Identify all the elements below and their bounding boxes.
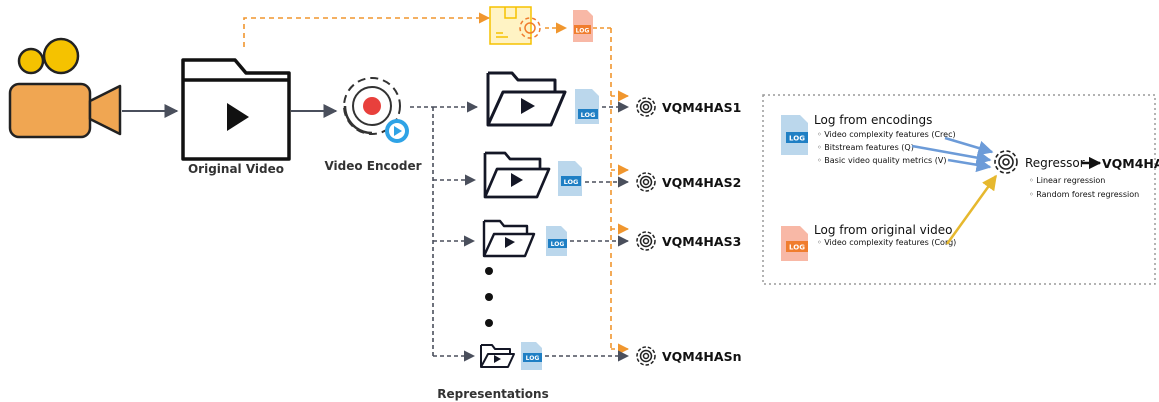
open-folder-icon (483, 151, 551, 199)
arrow-features-to-regressor (944, 136, 994, 156)
log-file-icon: LOG (781, 115, 808, 155)
arrow-features-to-regressor (947, 157, 992, 173)
gear-icon (636, 172, 656, 192)
svg-text:LOG: LOG (564, 178, 579, 186)
folder-play-icon (181, 58, 291, 161)
svg-text:LOG: LOG (581, 111, 596, 119)
svg-text:LOG: LOG (576, 28, 590, 35)
log-file-icon: LOG (546, 226, 567, 256)
video-encoder-icon (343, 77, 409, 143)
log-file-icon: LOG (575, 89, 599, 124)
vqm-label-3: VQM4HAS3 (662, 234, 741, 249)
regressor-method: ◦ Linear regression (1029, 176, 1105, 185)
regressor-label: Regressor (1025, 156, 1085, 170)
regressor-panel (762, 94, 1156, 285)
open-folder-icon (482, 219, 536, 258)
open-folder-icon (480, 344, 515, 368)
vqm-label-2: VQM4HAS2 (662, 175, 741, 190)
arrow-original-to-analyzer (243, 12, 491, 47)
caption-original-video: Original Video (188, 162, 284, 176)
log-file-icon: LOG (521, 342, 542, 370)
svg-text:LOG: LOG (789, 244, 805, 252)
video-camera-icon (8, 37, 122, 139)
ellipsis-dot (485, 319, 493, 327)
gear-icon (994, 150, 1018, 174)
ellipsis-dot (485, 267, 493, 275)
panel-encodings-item: ◦ Bitstream features (Q) (817, 143, 914, 152)
arrow-original-features-to-regressor (945, 174, 998, 245)
panel-encodings-item: ◦ Video complexity features (Crec) (817, 130, 956, 139)
gear-icon (636, 346, 656, 366)
gear-icon (636, 97, 656, 117)
svg-text:LOG: LOG (789, 135, 805, 143)
open-folder-icon (486, 71, 567, 127)
package-settings-icon (489, 6, 541, 45)
log-file-icon: LOG (558, 161, 582, 196)
svg-text:LOG: LOG (551, 241, 565, 248)
svg-text:LOG: LOG (526, 355, 540, 362)
panel-original-title: Log from original video (814, 223, 952, 237)
log-file-icon: LOG (781, 226, 808, 261)
log-file-icon: LOG (573, 10, 593, 42)
vqm-label-n: VQM4HASn (662, 349, 741, 364)
gear-icon (636, 231, 656, 251)
vqm-label-1: VQM4HAS1 (662, 100, 741, 115)
regressor-method: ◦ Random forest regression (1029, 190, 1139, 199)
ellipsis-dot (485, 293, 493, 301)
panel-encodings-title: Log from encodings (814, 113, 932, 127)
caption-representations: Representations (437, 387, 548, 401)
panel-original-item: ◦ Video complexity features (Corg) (817, 238, 956, 247)
regressor-output: VQM4HAS (1102, 156, 1159, 171)
caption-video-encoder: Video Encoder (324, 159, 421, 173)
panel-encodings-item: ◦ Basic video quality metrics (V) (817, 156, 946, 165)
